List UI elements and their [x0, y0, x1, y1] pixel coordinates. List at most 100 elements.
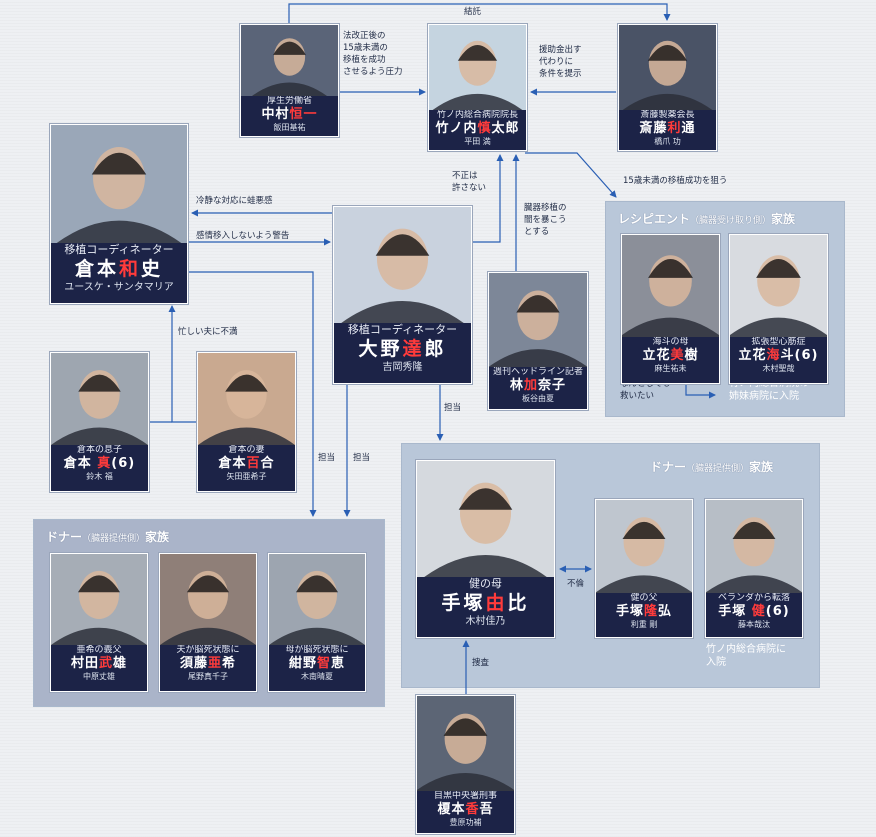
character-role: ベランダから転落: [717, 593, 790, 603]
card-kuramoto-wife: 倉本の妻倉本百合矢田亜希子: [197, 352, 296, 492]
portrait-photo: [198, 353, 295, 445]
character-name: 斎藤利通: [639, 121, 696, 136]
card-caption: 夫が脳死状態に須藤亜希尾野真千子: [160, 645, 256, 691]
card-tezuka-mother: 健の母手塚由比木村佳乃: [416, 460, 555, 638]
character-role: 健の母: [469, 577, 502, 590]
character-name: 倉本和史: [74, 258, 164, 280]
card-sudo: 夫が脳死状態に須藤亜希尾野真千子: [159, 553, 257, 692]
actor-name: 尾野真千子: [188, 672, 228, 681]
card-caption: 斎藤製薬会長斎藤利通橋爪 功: [619, 110, 716, 150]
character-name: 紺野智恵: [288, 656, 346, 671]
portrait-photo: [160, 554, 256, 645]
card-caption: 竹ノ内総合病院院長竹ノ内慎太郎平田 満: [429, 110, 526, 150]
label-pressure: 法改正後の 15歳未満の 移植を成功 させるよう圧力: [343, 31, 403, 77]
card-caption: 拡張型心筋症立花海斗(6)木村聖哉: [730, 337, 827, 383]
label-tanto-left1: 担当: [353, 453, 371, 463]
card-saito: 斎藤製薬会長斎藤利通橋爪 功: [618, 24, 717, 151]
card-nakamura: 厚生労働省中村恒一飯田基祐: [240, 24, 339, 137]
label-furin: 不倫: [567, 579, 585, 589]
card-caption: 厚生労働省中村恒一飯田基祐: [241, 96, 338, 136]
character-role: 竹ノ内総合病院院長: [436, 110, 518, 120]
actor-name: 矢田亜希子: [226, 472, 267, 481]
character-name: 立花美樹: [642, 348, 699, 363]
card-caption: 海斗の母立花美樹麻生祐未: [622, 337, 719, 383]
card-tachibana-son: 拡張型心筋症立花海斗(6)木村聖哉: [729, 234, 828, 384]
character-name: 立花海斗(6): [738, 348, 819, 363]
card-caption: 移植コーディネーター倉本和史ユースケ・サンタマリア: [51, 243, 187, 303]
portrait-photo: [489, 273, 587, 367]
donor-family-title-right: ドナー（臓器提供側）家族: [650, 460, 774, 474]
actor-name: 飯田基祐: [273, 123, 306, 132]
card-murata: 亜希の義父村田武雄中原丈雄: [50, 553, 148, 692]
portrait-photo: [51, 554, 147, 645]
character-name: 手塚 健(6): [718, 604, 790, 619]
character-name: 林加奈子: [509, 378, 567, 393]
label-warning: 感情移入しないよう警告: [196, 231, 290, 241]
actor-name: 吉岡秀隆: [382, 362, 423, 373]
label-busy: 忙しい夫に不満: [178, 327, 238, 337]
label-sousa: 捜査: [472, 658, 490, 668]
character-name: 大野達郎: [358, 338, 447, 360]
label-collusion: 結託: [464, 7, 482, 17]
portrait-photo: [619, 25, 716, 110]
card-enomoto: 目黒中央署刑事榎本香吾豊原功補: [416, 695, 515, 834]
portrait-photo: [51, 125, 187, 243]
card-konno: 母が脳死状態に紺野智恵木南晴夏: [268, 553, 366, 692]
actor-name: ユースケ・サンタマリア: [64, 282, 174, 293]
character-name: 竹ノ内慎太郎: [435, 121, 520, 136]
character-role: 目黒中央署刑事: [433, 791, 497, 801]
card-tezuka-son: ベランダから転落手塚 健(6)藤本哉汰: [705, 499, 803, 638]
actor-name: 豊原功補: [449, 818, 482, 827]
card-caption: 目黒中央署刑事榎本香吾豊原功補: [417, 791, 514, 833]
portrait-photo: [334, 207, 471, 323]
actor-name: 平田 満: [464, 137, 491, 146]
card-ono: 移植コーディネーター大野達郎吉岡秀隆: [333, 206, 472, 384]
actor-name: 利重 剛: [630, 620, 658, 629]
card-tezuka-father: 健の父手塚隆弘利重 剛: [595, 499, 693, 638]
arrow-aim: [525, 152, 617, 198]
character-role: 移植コーディネーター: [347, 323, 458, 336]
label-tanto-right: 担当: [444, 403, 462, 413]
card-caption: 健の父手塚隆弘利重 剛: [596, 593, 692, 637]
character-name: 倉本百合: [218, 456, 275, 471]
label-unforgivable: 不正は 許さない: [452, 171, 487, 193]
character-name: 手塚隆弘: [615, 604, 673, 619]
donor-family-title-left: ドナー（臓器提供側）家族: [46, 530, 170, 544]
character-name: 手塚由比: [441, 592, 530, 614]
portrait-photo: [429, 25, 526, 110]
label-expose: 臓器移植の 闇を暴こう とする: [524, 203, 567, 237]
portrait-photo: [706, 500, 802, 593]
character-role: 亜希の義父: [76, 645, 122, 655]
character-role: 斎藤製薬会長: [640, 110, 695, 120]
actor-name: 木村佳乃: [465, 616, 506, 627]
card-caption: 倉本の息子倉本 真(6)鈴木 福: [51, 445, 148, 491]
portrait-photo: [730, 235, 827, 337]
label-cold: 冷静な対応に蛙悪感: [196, 196, 273, 206]
arrow-unforgivable: [473, 154, 504, 243]
character-role: 倉本の妻: [228, 445, 265, 455]
recipient-family-title: レシピエント（臓器受け取り側）家族: [618, 212, 796, 226]
card-kuramoto: 移植コーディネーター倉本和史ユースケ・サンタマリア: [50, 124, 188, 304]
character-role: 母が脳死状態に: [285, 645, 349, 655]
card-takenouchi: 竹ノ内総合病院院長竹ノ内慎太郎平田 満: [428, 24, 527, 151]
portrait-photo: [596, 500, 692, 593]
actor-name: 橋爪 功: [654, 137, 681, 146]
character-role: 拡張型心筋症: [751, 337, 806, 347]
portrait-photo: [241, 25, 338, 96]
card-kuramoto-son: 倉本の息子倉本 真(6)鈴木 福: [50, 352, 149, 492]
card-tachibana-mother: 海斗の母立花美樹麻生祐未: [621, 234, 720, 384]
portrait-photo: [269, 554, 365, 645]
actor-name: 藤本哉汰: [738, 620, 770, 629]
label-want-save: なんとしても 救いたい: [620, 379, 671, 401]
card-caption: 亜希の義父村田武雄中原丈雄: [51, 645, 147, 691]
portrait-photo: [417, 461, 554, 577]
character-role: 倉本の息子: [76, 445, 122, 455]
actor-name: 鈴木 福: [86, 472, 113, 481]
card-caption: 週刊ヘッドライン記者林加奈子板谷由夏: [489, 367, 587, 409]
card-caption: 移植コーディネーター大野達郎吉岡秀隆: [334, 323, 471, 383]
character-name: 村田武雄: [70, 656, 128, 671]
label-funding: 援助金出す 代わりに 条件を提示: [539, 45, 582, 79]
label-tanto-left2: 担当: [318, 453, 336, 463]
actor-name: 中原丈雄: [83, 672, 115, 681]
character-name: 須藤亜希: [179, 656, 237, 671]
